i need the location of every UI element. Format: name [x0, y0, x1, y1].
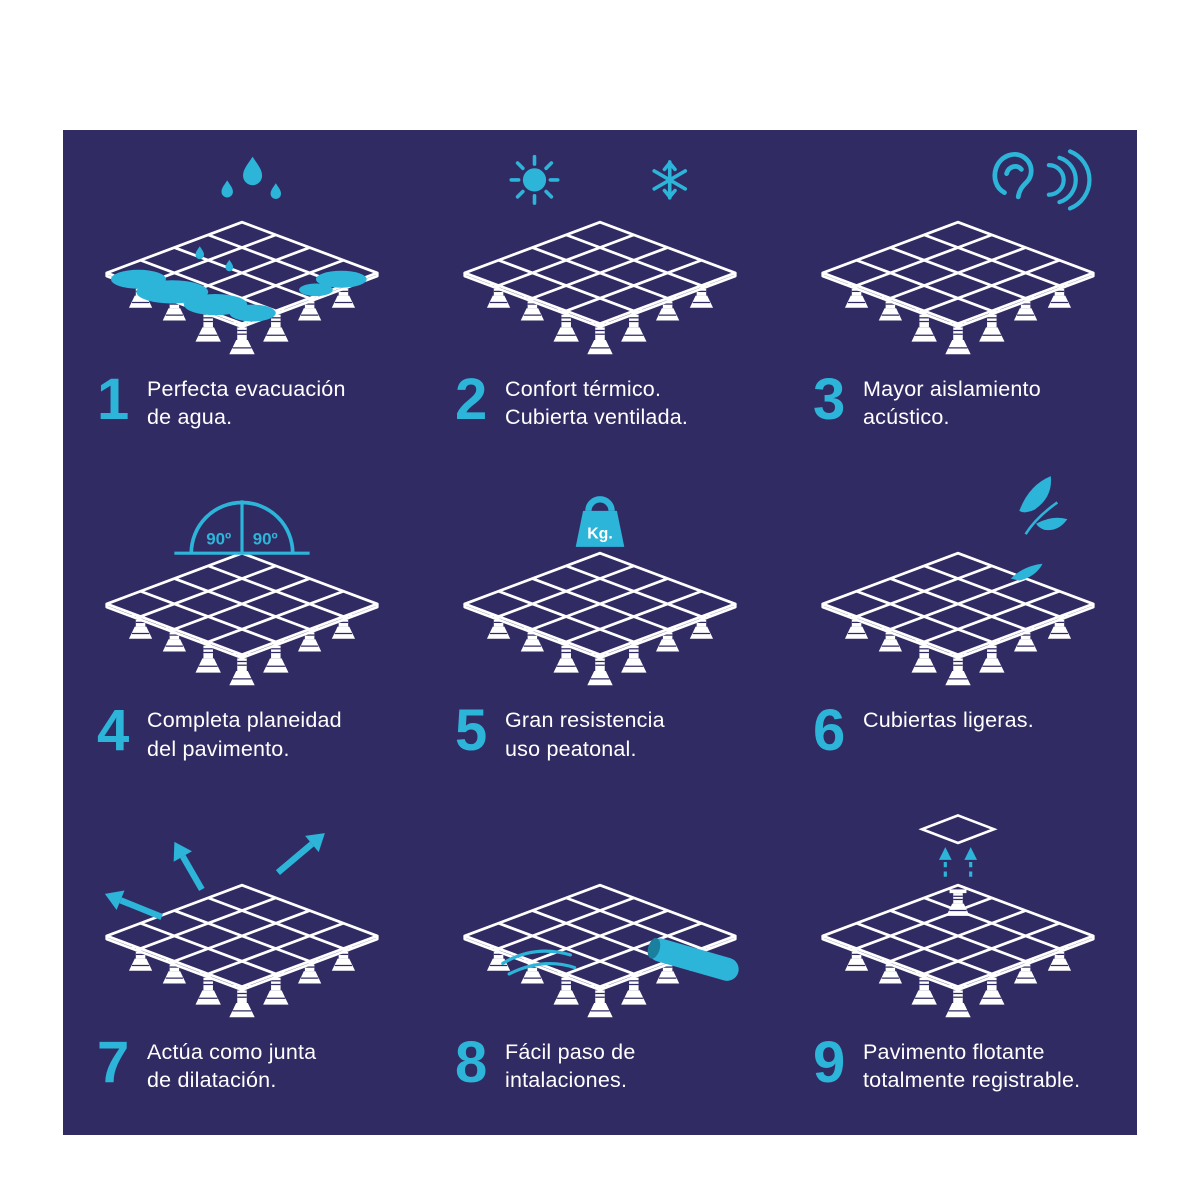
- weight-kg-icon: Kg.: [575, 496, 625, 548]
- feature-caption: 4 Completa planeidad del pavimento.: [79, 698, 405, 787]
- feature-cell-2: 2 Confort térmico. Cubierta ventilada.: [421, 134, 779, 466]
- feature-text-line: Fácil paso de: [505, 1039, 636, 1064]
- expansion-arrows-icon: [104, 833, 325, 920]
- raised-floor-illustration: [810, 814, 1106, 1031]
- right-angle-icon: 90º 90º: [174, 500, 310, 556]
- illustration-floating-floor: [795, 803, 1121, 1031]
- angle-label-left: 90º: [206, 530, 231, 549]
- raised-floor-illustration: 90º 90º: [94, 500, 390, 699]
- feature-cell-8: 8 Fácil paso de intalaciones.: [421, 797, 779, 1129]
- feature-cell-6: 6 Cubiertas ligeras.: [779, 466, 1137, 798]
- features-panel: 1 Perfecta evacuación de agua.: [63, 130, 1137, 1135]
- feature-number: 5: [455, 698, 488, 764]
- feature-text: Cubiertas ligeras.: [863, 703, 1034, 734]
- feature-caption: 2 Confort térmico. Cubierta ventilada.: [437, 366, 763, 456]
- feature-caption: 8 Fácil paso de intalaciones.: [437, 1029, 763, 1119]
- feature-text-line: del pavimento.: [147, 736, 290, 761]
- feature-text-line: Pavimento flotante: [863, 1039, 1045, 1064]
- feature-number: 4: [97, 698, 130, 764]
- feature-text-line: Perfecta evacuación: [147, 376, 346, 401]
- feature-text: Fácil paso de intalaciones.: [505, 1035, 635, 1095]
- feature-cell-3: 3 Mayor aislamiento acústico.: [779, 134, 1137, 466]
- illustration-installations: [437, 803, 763, 1031]
- feature-text-line: totalmente registrable.: [863, 1068, 1081, 1093]
- weight-label: Kg.: [587, 526, 613, 543]
- cables-icon: [501, 949, 577, 976]
- feature-caption: 9 Pavimento flotante totalmente registra…: [795, 1029, 1121, 1119]
- feature-text-line: Confort térmico.: [505, 376, 662, 401]
- feature-cell-7: 7 Actúa como junta de dilatación.: [63, 797, 421, 1129]
- feature-caption: 3 Mayor aislamiento acústico.: [795, 366, 1121, 456]
- feature-text: Completa planeidad del pavimento.: [147, 703, 342, 763]
- sound-waves-icon: [1046, 148, 1092, 211]
- feature-number: 8: [455, 1029, 488, 1095]
- feature-text-line: Actúa como junta: [147, 1039, 317, 1064]
- feature-number: 2: [455, 366, 488, 432]
- raised-floor-illustration: [452, 154, 748, 368]
- floating-tile-icon: [918, 814, 998, 917]
- feature-number: 1: [97, 366, 130, 432]
- feature-caption: 1 Perfecta evacuación de agua.: [79, 366, 405, 456]
- feature-number: 6: [813, 698, 846, 764]
- feature-text: Mayor aislamiento acústico.: [863, 372, 1041, 432]
- illustration-resistance: Kg.: [437, 472, 763, 700]
- feature-text-line: Mayor aislamiento: [863, 376, 1041, 401]
- raised-floor-illustration: [104, 833, 390, 1031]
- feature-text-line: acústico.: [863, 405, 950, 430]
- raised-floor-illustration: [452, 807, 739, 1031]
- feature-text: Actúa como junta de dilatación.: [147, 1035, 316, 1095]
- feature-text: Gran resistencia uso peatonal.: [505, 703, 665, 763]
- feature-caption: 7 Actúa como junta de dilatación.: [79, 1029, 405, 1119]
- feature-text-line: Cubierta ventilada.: [505, 405, 689, 430]
- feature-cell-1: 1 Perfecta evacuación de agua.: [63, 134, 421, 466]
- pipe-icon: [647, 937, 739, 981]
- feature-text-line: uso peatonal.: [505, 736, 637, 761]
- feather-icon: [1010, 476, 1068, 581]
- sun-icon: [509, 154, 560, 205]
- feature-text-line: Completa planeidad: [147, 708, 342, 733]
- feature-cell-4: 90º 90º 4 Completa planeidad del pavimen…: [63, 466, 421, 798]
- illustration-light-roofs: [795, 472, 1121, 700]
- raised-floor-illustration: Kg.: [452, 496, 748, 699]
- feature-text-line: de agua.: [147, 405, 233, 430]
- raised-floor-illustration: [810, 476, 1106, 699]
- feature-number: 7: [97, 1029, 130, 1095]
- feature-caption: 5 Gran resistencia uso peatonal.: [437, 698, 763, 787]
- illustration-water-evacuation: [79, 140, 405, 368]
- illustration-flatness: 90º 90º: [79, 472, 405, 700]
- puddle-icon: [110, 269, 367, 322]
- snowflake-icon: [652, 159, 688, 200]
- feature-text: Pavimento flotante totalmente registrabl…: [863, 1035, 1080, 1095]
- ear-icon: [992, 151, 1034, 199]
- feature-text: Confort térmico. Cubierta ventilada.: [505, 372, 688, 432]
- feature-text-line: de dilatación.: [147, 1068, 277, 1093]
- feature-text-line: Gran resistencia: [505, 708, 665, 733]
- feature-number: 3: [813, 366, 846, 432]
- feature-cell-9: 9 Pavimento flotante totalmente registra…: [779, 797, 1137, 1129]
- feature-cell-5: Kg. 5 Gran resistencia uso peatonal.: [421, 466, 779, 798]
- water-drops-icon: [195, 156, 282, 271]
- angle-label-right: 90º: [253, 530, 278, 549]
- feature-text: Perfecta evacuación de agua.: [147, 372, 346, 432]
- illustration-acoustic-insulation: [795, 140, 1121, 368]
- feature-caption: 6 Cubiertas ligeras.: [795, 698, 1121, 787]
- feature-text-line: Cubiertas ligeras.: [863, 708, 1034, 733]
- raised-floor-illustration: [810, 148, 1106, 368]
- illustration-thermal-comfort: [437, 140, 763, 368]
- illustration-expansion-joint: [79, 803, 405, 1031]
- feature-text-line: intalaciones.: [505, 1068, 628, 1093]
- raised-floor-illustration: [94, 156, 390, 368]
- feature-number: 9: [813, 1029, 846, 1095]
